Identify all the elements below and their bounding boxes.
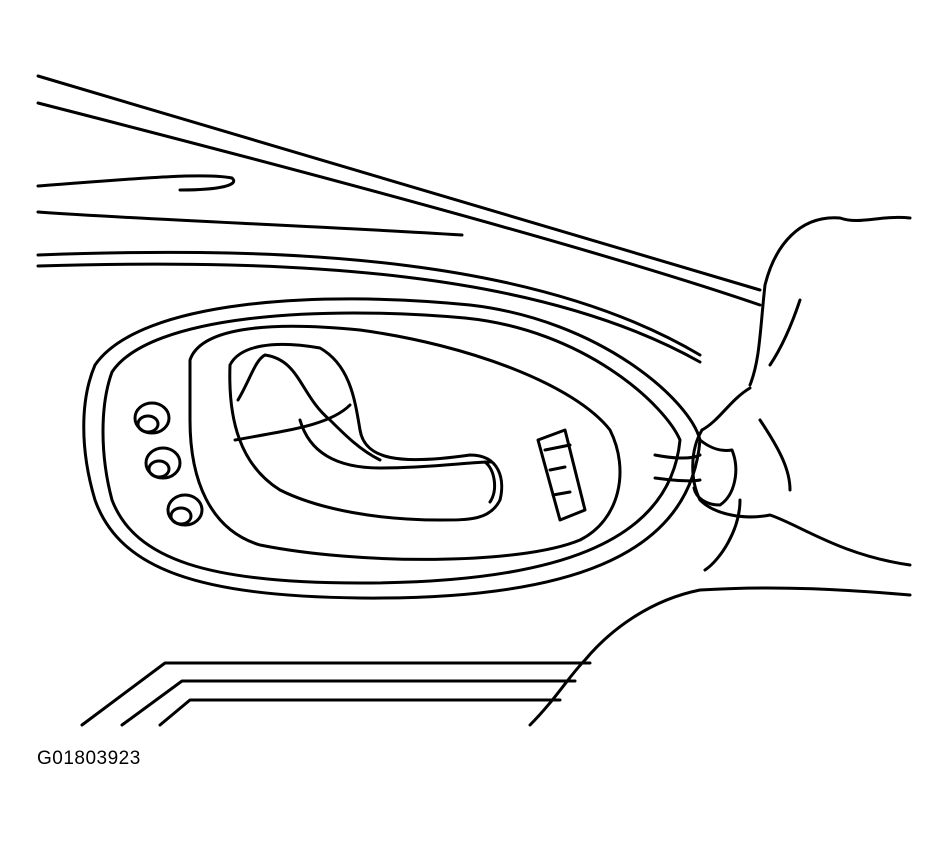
figure-id-label: G01803923 — [37, 748, 141, 769]
switch — [536, 428, 587, 522]
lock-buttons — [133, 401, 204, 527]
lower-trim — [80, 661, 592, 727]
upper-trim-lines — [36, 74, 762, 364]
door-handle — [228, 342, 504, 522]
handle-bezel — [82, 297, 702, 600]
hand-with-tool — [528, 215, 912, 727]
